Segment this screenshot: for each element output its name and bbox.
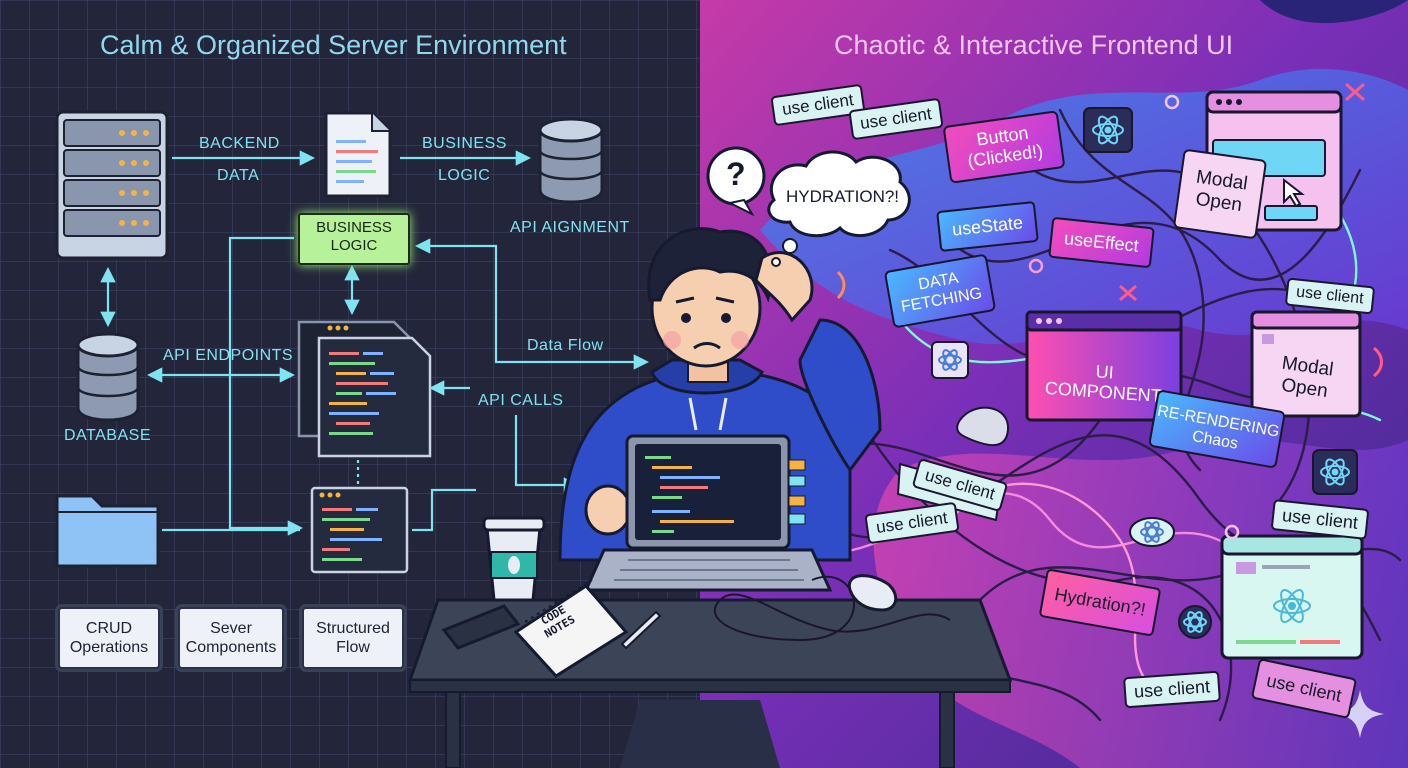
code-window-icon [297,320,432,458]
thought-bubble [767,150,911,267]
label-data: DATA [217,167,260,184]
modal-window [1250,310,1362,418]
modal-open-top: Modal Open [1172,148,1268,240]
smartphone-icon [441,604,521,650]
server-components-line2: Components [185,639,277,656]
cursor-icon [1283,177,1305,208]
structured-flow-line1: Structured [316,620,390,637]
label-logic: LOGIC [438,167,491,184]
question-mark: ? [726,156,746,192]
structured-flow-line2: Flow [336,639,370,656]
business-logic-box: BUSINESS LOGIC [298,213,410,265]
folder-icon [55,494,160,568]
business-logic-line1: BUSINESS [316,219,392,236]
right-title: Chaotic & Interactive Frontend UI [834,30,1234,60]
react-atom-icon [1129,517,1175,547]
label-api-endpoints: API ENDPOINTS [163,347,294,364]
label-database: DATABASE [64,427,151,444]
notepad [513,579,629,678]
ui-component-window [1025,310,1183,422]
label-data-flow: Data Flow [527,337,604,354]
label-backend: BACKEND [199,135,280,152]
business-logic-line2: LOGIC [330,237,378,254]
browser-window [1220,534,1364,660]
laptop [583,434,833,592]
crud-line2: Operations [69,639,149,656]
code-window-icon [310,486,409,574]
react-atom-icon [931,341,969,379]
mouse-icon [847,574,898,612]
crud-operations-box: CRUD Operations [58,607,160,669]
pen-icon [620,610,662,650]
database-icon [538,117,604,204]
label-business: BUSINESS [422,135,507,152]
sparkle-icon [1336,690,1384,738]
flow-arrows [100,150,650,536]
left-title: Calm & Organized Server Environment [100,30,567,60]
server-components-box: Sever Components [178,607,284,669]
react-atom-icon [1273,589,1311,623]
react-atom-icon [1083,107,1133,153]
document-icon [324,111,392,198]
structured-flow-box: Structured Flow [302,607,404,669]
label-api-calls: API CALLS [478,392,564,409]
crud-line1: CRUD [85,620,133,637]
react-atom-icon [1312,449,1358,495]
database-icon [76,332,140,422]
thought-hydration: HYDRATION?! [786,187,900,206]
server-rack-icon [55,110,169,260]
coffee-cup-icon [482,516,546,602]
question-bubble [706,146,766,217]
react-atom-icon [1178,605,1212,639]
server-components-line1: Sever [210,620,252,637]
label-api-alignment: API AIGNMENT [510,219,630,236]
